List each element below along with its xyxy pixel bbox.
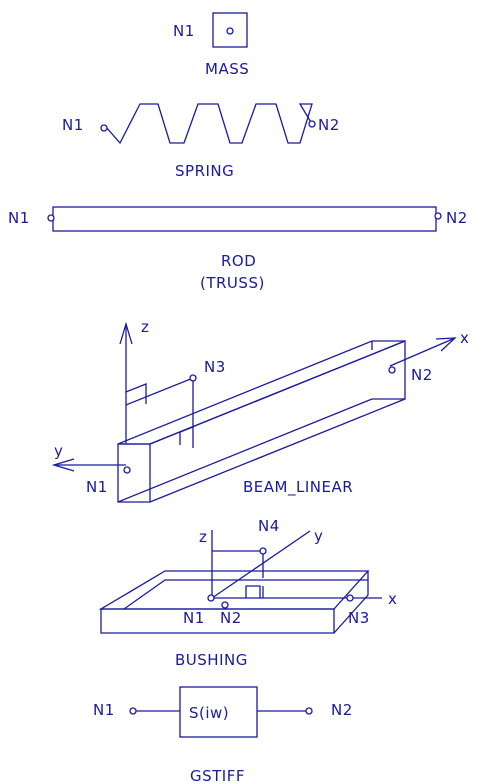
spring-n2-label: N2 xyxy=(318,116,340,134)
bushing-side-face xyxy=(333,571,369,634)
mass-element: N1 MASS xyxy=(173,12,249,78)
bushing-top-face xyxy=(98,570,370,610)
bushing-x-label: x xyxy=(388,590,397,608)
bushing-right-angle xyxy=(245,585,261,598)
rod-subtitle: (TRUSS) xyxy=(200,274,265,292)
spring-n1-node xyxy=(100,124,108,132)
bushing-title: BUSHING xyxy=(175,651,248,669)
bushing-inner-edge xyxy=(123,579,368,610)
gstiff-n1-label: N1 xyxy=(93,701,115,719)
beam-title: BEAM_LINEAR xyxy=(243,478,353,497)
mass-n1-label: N1 xyxy=(173,22,195,40)
rod-element: N1 N2 ROD (TRUSS) xyxy=(8,206,468,292)
spring-coil xyxy=(105,103,313,145)
gstiff-box-label: S(iw) xyxy=(189,704,229,722)
beam-x-axis xyxy=(389,337,456,367)
mass-node xyxy=(226,27,234,35)
bushing-n3-label: N3 xyxy=(348,609,370,627)
rod-title: ROD xyxy=(221,252,256,270)
bushing-n3-node xyxy=(346,594,354,602)
beam-x-arrowhead xyxy=(435,337,457,352)
spring-title: SPRING xyxy=(175,162,234,180)
beam-top-face xyxy=(117,340,406,445)
bushing-front-face xyxy=(100,608,335,634)
beam-linear-element: z y x N3 N1 N2 BEAM_LINEAR xyxy=(51,318,469,503)
beam-n3-link xyxy=(125,377,194,406)
gstiff-element: N1 S(iw) N2 GSTIFF xyxy=(93,686,353,784)
mass-title: MASS xyxy=(205,60,249,78)
mass-box xyxy=(212,12,248,48)
beam-y-arrowhead xyxy=(51,458,75,472)
bushing-n2-node xyxy=(221,601,229,609)
spring-element: N1 N2 SPRING xyxy=(62,103,340,180)
gstiff-title: GSTIFF xyxy=(190,767,245,784)
gstiff-n2-node xyxy=(305,707,313,715)
rod-n2-node xyxy=(434,212,442,220)
beam-x-label: x xyxy=(460,329,469,347)
gstiff-n1-node xyxy=(129,707,137,715)
beam-side-edges xyxy=(149,340,406,503)
beam-n3-label: N3 xyxy=(204,358,226,376)
beam-right-angle-upper xyxy=(125,383,147,404)
bushing-n2-label: N2 xyxy=(220,609,242,627)
beam-z-label: z xyxy=(141,318,149,336)
bushing-z-label: z xyxy=(199,528,207,546)
bushing-n1-node xyxy=(207,594,215,602)
bushing-y-label: y xyxy=(314,527,323,545)
bushing-n4-guide xyxy=(212,550,264,578)
beam-z-arrowhead xyxy=(119,321,133,345)
beam-y-label: y xyxy=(54,442,63,460)
bushing-y-axis xyxy=(211,530,311,599)
beam-front-face xyxy=(117,443,151,503)
beam-n2-label: N2 xyxy=(411,366,433,384)
bushing-n4-label: N4 xyxy=(258,517,280,535)
rod-n1-label: N1 xyxy=(8,209,30,227)
spring-n2-node xyxy=(308,120,316,128)
bushing-element: z y x N4 N1 N2 N3 BUSHING xyxy=(98,517,397,669)
rod-n2-label: N2 xyxy=(446,209,468,227)
beam-hidden-edge xyxy=(117,398,373,503)
beam-n1-label: N1 xyxy=(86,478,108,496)
beam-right-angle-lower xyxy=(179,426,194,445)
gstiff-n2-label: N2 xyxy=(331,701,353,719)
beam-n2-node xyxy=(388,366,396,374)
spring-n1-label: N1 xyxy=(62,116,84,134)
gstiff-transfer-box xyxy=(179,686,258,738)
beam-n3-node xyxy=(189,374,197,382)
rod-bar xyxy=(52,206,437,232)
beam-n1-node xyxy=(123,466,131,474)
bushing-n4-node xyxy=(259,547,267,555)
bushing-n1-label: N1 xyxy=(183,609,205,627)
rod-n1-node xyxy=(47,214,55,222)
